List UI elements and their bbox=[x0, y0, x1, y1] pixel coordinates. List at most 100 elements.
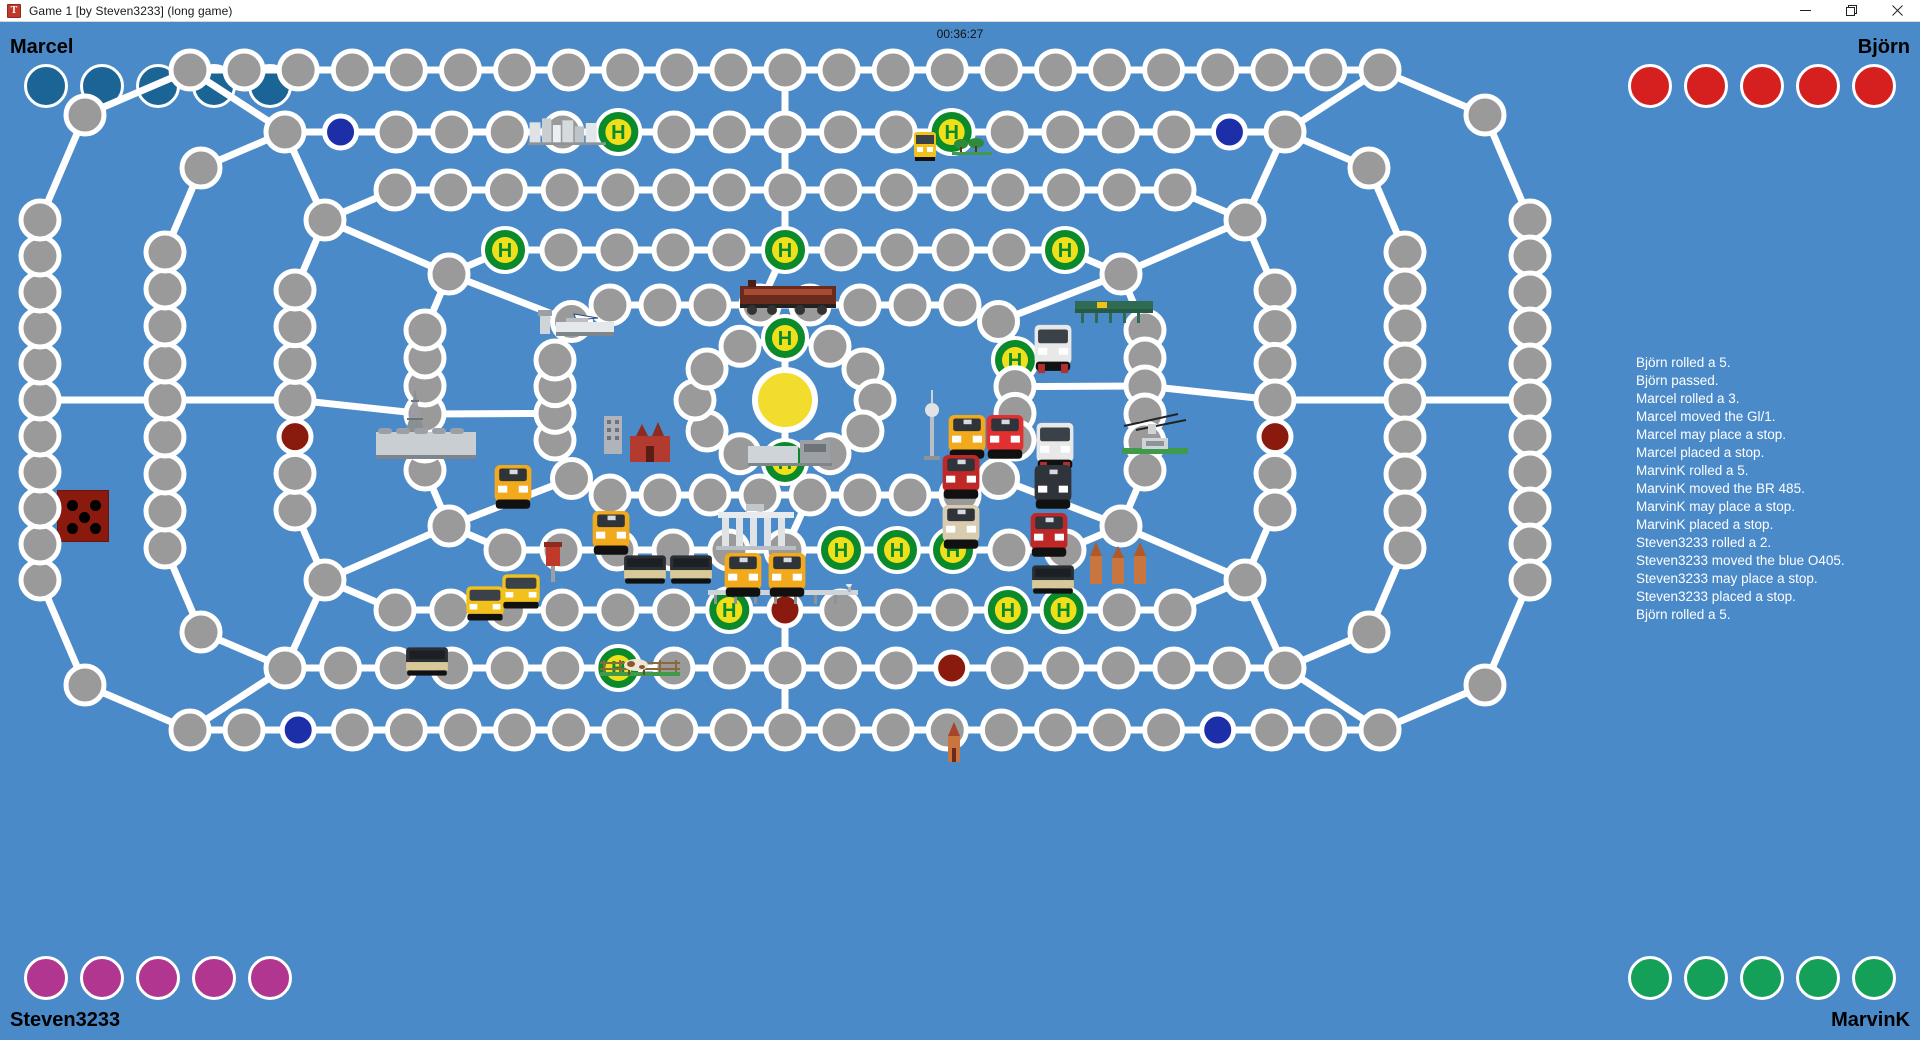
board-node[interactable] bbox=[533, 338, 577, 382]
vehicle-tram-dark-5[interactable] bbox=[1030, 560, 1076, 598]
board-node[interactable] bbox=[1508, 522, 1552, 566]
board-node[interactable] bbox=[652, 110, 696, 154]
board-node[interactable] bbox=[1508, 558, 1552, 602]
board-node[interactable] bbox=[143, 304, 187, 348]
board-node[interactable] bbox=[651, 228, 695, 272]
board-node[interactable] bbox=[1383, 378, 1427, 422]
player-token[interactable] bbox=[1852, 64, 1896, 108]
player-token[interactable] bbox=[1684, 64, 1728, 108]
board-node[interactable] bbox=[18, 522, 62, 566]
player-token[interactable] bbox=[136, 956, 180, 1000]
vehicle-bus-yellow-2[interactable] bbox=[498, 570, 544, 614]
board-node-blue[interactable] bbox=[1210, 113, 1248, 151]
board-node[interactable] bbox=[1383, 415, 1427, 459]
board-node[interactable] bbox=[273, 451, 317, 495]
board-node[interactable] bbox=[655, 708, 699, 752]
board-node[interactable] bbox=[1508, 306, 1552, 350]
vehicle-bus-yellow-1[interactable] bbox=[462, 582, 508, 626]
board-node[interactable] bbox=[547, 708, 591, 752]
board-node[interactable] bbox=[540, 588, 584, 632]
board-node[interactable] bbox=[788, 473, 832, 517]
board-node[interactable] bbox=[977, 300, 1020, 343]
board-node[interactable] bbox=[841, 409, 885, 453]
board-node[interactable] bbox=[874, 646, 918, 690]
board-node[interactable] bbox=[819, 228, 863, 272]
game-board[interactable]: 00:36:27 Marcel Björn Steven3233 MarvinK… bbox=[0, 22, 1920, 1040]
player-token[interactable] bbox=[192, 956, 236, 1000]
board-node[interactable] bbox=[18, 198, 62, 242]
board-node[interactable] bbox=[493, 48, 537, 92]
board-node[interactable] bbox=[875, 228, 919, 272]
board-node[interactable] bbox=[143, 230, 187, 274]
board-node[interactable] bbox=[1123, 448, 1167, 492]
vehicle-ubahn-yellow-2[interactable] bbox=[588, 508, 634, 560]
board-node[interactable] bbox=[1223, 558, 1267, 602]
player-token[interactable] bbox=[1684, 956, 1728, 1000]
maximize-icon[interactable] bbox=[1828, 0, 1874, 22]
close-icon[interactable] bbox=[1874, 0, 1920, 22]
vehicle-ubahn-yellow-3[interactable] bbox=[720, 550, 766, 602]
board-node[interactable] bbox=[18, 378, 62, 422]
board-node[interactable] bbox=[1041, 110, 1085, 154]
player-tokens-top-right[interactable] bbox=[1628, 64, 1896, 108]
board-node[interactable] bbox=[1304, 48, 1348, 92]
board-node[interactable] bbox=[638, 283, 682, 327]
player-token[interactable] bbox=[1796, 956, 1840, 1000]
board-node[interactable] bbox=[1253, 305, 1297, 349]
board-node[interactable] bbox=[18, 486, 62, 530]
board-node[interactable] bbox=[1088, 708, 1132, 752]
board-node-stop[interactable]: H bbox=[817, 526, 865, 574]
vehicle-tram-red-2[interactable] bbox=[938, 452, 984, 504]
board-node[interactable] bbox=[1042, 168, 1086, 212]
vehicle-tram-red-1[interactable] bbox=[982, 412, 1028, 464]
board-node[interactable] bbox=[63, 663, 107, 707]
board-node[interactable] bbox=[817, 48, 861, 92]
board-node[interactable] bbox=[652, 588, 696, 632]
board-node[interactable] bbox=[273, 378, 317, 422]
board-node[interactable] bbox=[1358, 708, 1402, 752]
board-node[interactable] bbox=[485, 110, 529, 154]
board-node[interactable] bbox=[273, 268, 317, 312]
board-node[interactable] bbox=[438, 48, 482, 92]
board-node-stop[interactable]: H bbox=[761, 314, 809, 362]
board-node[interactable] bbox=[874, 588, 918, 632]
board-node[interactable] bbox=[303, 558, 347, 602]
board-node[interactable] bbox=[763, 168, 807, 212]
board-node[interactable] bbox=[547, 48, 591, 92]
board-node[interactable] bbox=[438, 708, 482, 752]
board-node[interactable] bbox=[539, 228, 583, 272]
board-node[interactable] bbox=[1250, 708, 1294, 752]
board-node[interactable] bbox=[707, 168, 751, 212]
board-node-stop[interactable]: H bbox=[761, 226, 809, 274]
board-node[interactable] bbox=[1358, 48, 1402, 92]
board-node[interactable] bbox=[384, 48, 428, 92]
board-node[interactable] bbox=[985, 646, 1029, 690]
board-node[interactable] bbox=[688, 473, 732, 517]
board-node[interactable] bbox=[143, 341, 187, 385]
player-token[interactable] bbox=[80, 956, 124, 1000]
board-node[interactable] bbox=[1041, 646, 1085, 690]
board-node[interactable] bbox=[819, 168, 863, 212]
board-node[interactable] bbox=[18, 270, 62, 314]
board-node-center[interactable] bbox=[752, 367, 818, 433]
board-node[interactable] bbox=[979, 708, 1023, 752]
vehicle-tram-white-1[interactable] bbox=[1030, 322, 1076, 376]
board-node[interactable] bbox=[977, 457, 1020, 500]
board-node[interactable] bbox=[1383, 304, 1427, 348]
board-node[interactable] bbox=[1263, 646, 1307, 690]
player-token[interactable] bbox=[1852, 956, 1896, 1000]
board-node[interactable] bbox=[1253, 488, 1297, 532]
minimize-icon[interactable] bbox=[1782, 0, 1828, 22]
player-token[interactable] bbox=[1740, 64, 1784, 108]
board-node[interactable] bbox=[1508, 198, 1552, 242]
board-node[interactable] bbox=[1508, 486, 1552, 530]
board-node[interactable] bbox=[143, 526, 187, 570]
board-node[interactable] bbox=[18, 306, 62, 350]
board-node[interactable] bbox=[484, 168, 528, 212]
board-node[interactable] bbox=[985, 110, 1029, 154]
board-node[interactable] bbox=[1153, 168, 1197, 212]
board-node[interactable] bbox=[1153, 588, 1197, 632]
board-node[interactable] bbox=[373, 168, 417, 212]
vehicle-tram-dark-4[interactable] bbox=[1030, 462, 1076, 514]
board-node[interactable] bbox=[273, 305, 317, 349]
